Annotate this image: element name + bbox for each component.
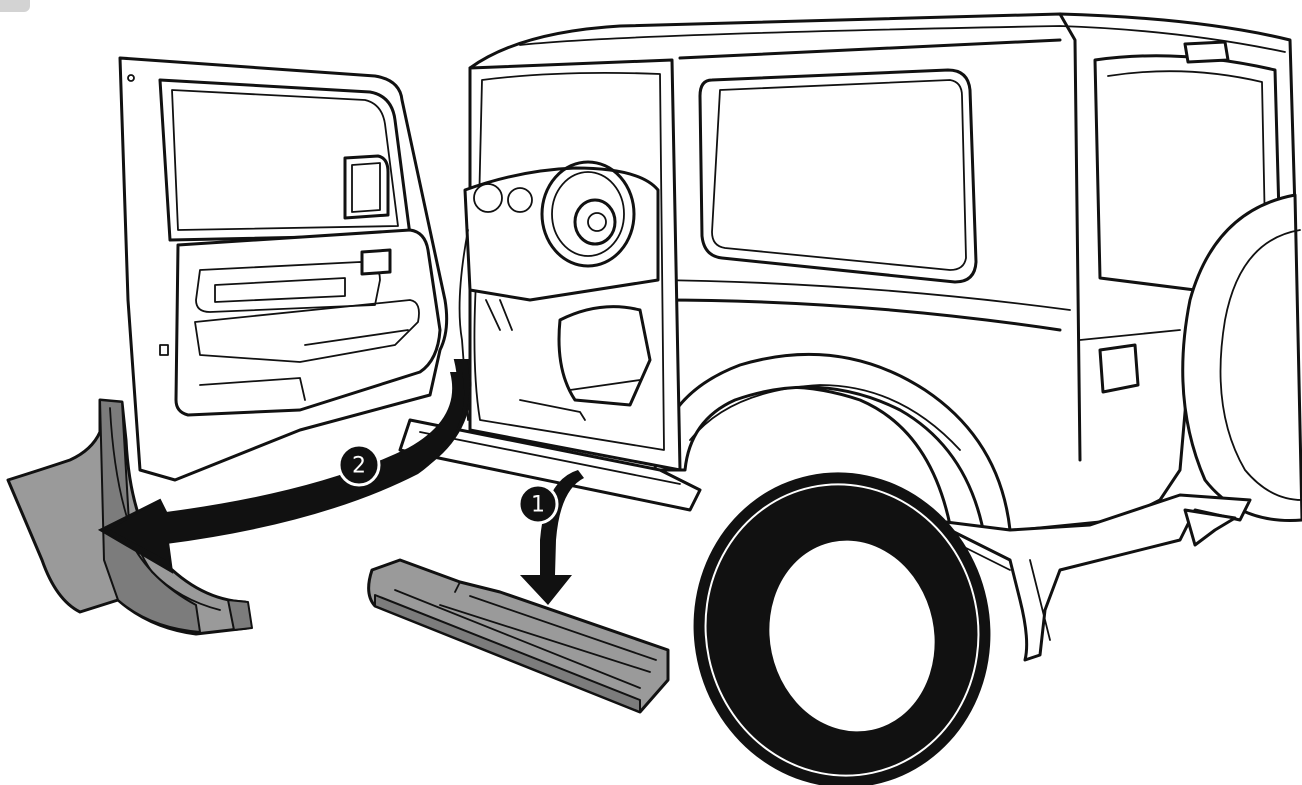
step-badge-1: 1 xyxy=(519,485,557,523)
step-number-2: 2 xyxy=(352,454,366,479)
open-door xyxy=(120,58,447,480)
step-badge-2: 2 xyxy=(339,445,379,485)
vehicle-body xyxy=(400,14,1295,540)
step-plate xyxy=(369,560,668,712)
step-number-1: 1 xyxy=(531,493,545,518)
